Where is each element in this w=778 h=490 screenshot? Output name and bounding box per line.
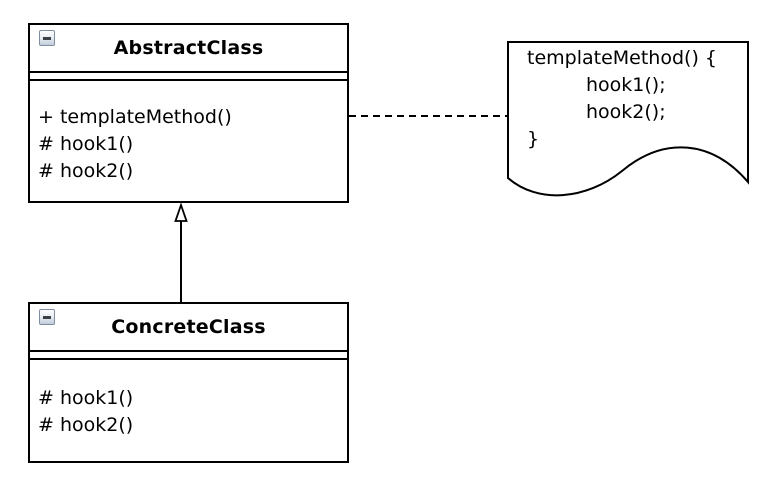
attributes-compartment [30,352,347,360]
minus-glyph [43,315,51,319]
method-item: # hook1() [38,133,134,155]
methods-compartment: + templateMethod() # hook1() # hook2() [30,81,347,185]
note-code-text: templateMethod() { hook1(); hook2(); } [527,45,757,153]
method-item: # hook1() [38,387,134,409]
class-title: ConcreteClass [111,316,266,338]
note-line: hook1(); [586,74,666,96]
methods-compartment: # hook1() # hook2() [30,360,347,439]
method-item: + templateMethod() [38,106,232,128]
collapse-minus-icon[interactable] [39,30,55,46]
class-title: AbstractClass [113,37,264,59]
class-box-concreteclass[interactable]: ConcreteClass # hook1() # hook2() [28,302,349,463]
attributes-compartment [30,73,347,81]
method-item: # hook2() [38,414,134,436]
class-box-abstractclass[interactable]: AbstractClass + templateMethod() # hook1… [28,23,349,203]
note-line: templateMethod() { [527,47,717,69]
note-line: hook2(); [586,101,666,123]
class-header: ConcreteClass [30,304,347,352]
method-item: # hook2() [38,160,134,182]
generalization-arrowhead-icon [174,202,188,222]
note-shape[interactable] [507,41,749,197]
class-header: AbstractClass [30,25,347,73]
collapse-minus-icon[interactable] [39,309,55,325]
note-line: } [527,128,540,150]
minus-glyph [43,36,51,40]
